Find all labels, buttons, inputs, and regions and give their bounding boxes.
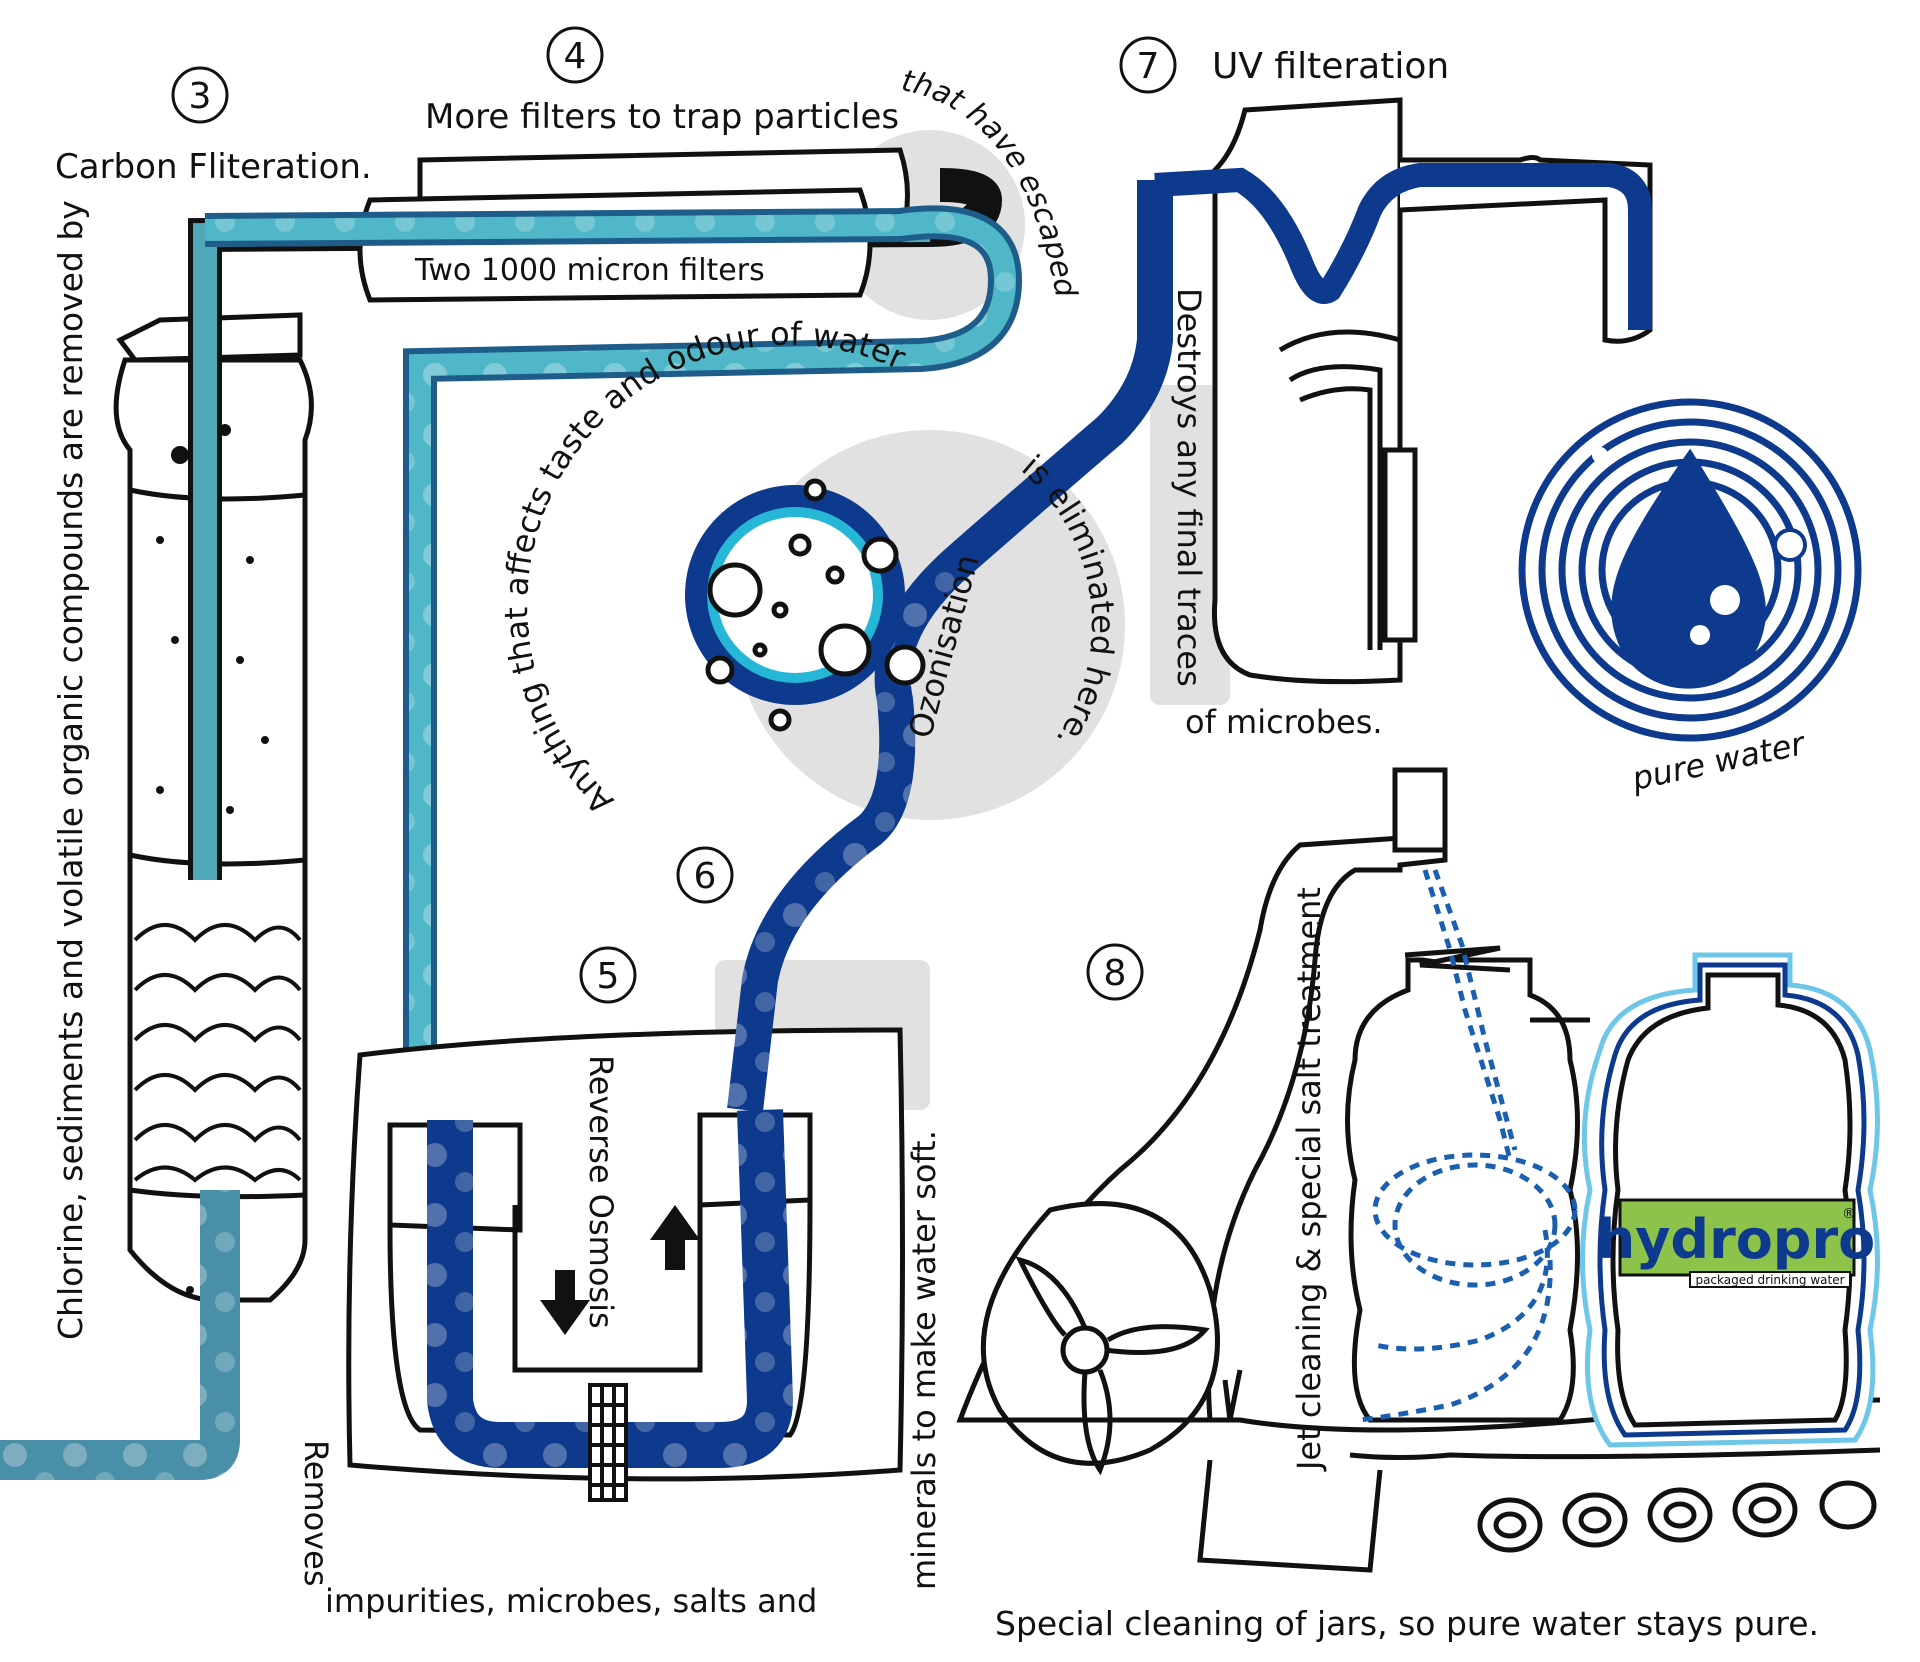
step-6-number: 6 (694, 856, 717, 897)
step-7-desc-a: Destroys any final traces (1170, 288, 1208, 687)
brand-name: hydropro (1597, 1208, 1875, 1271)
empty-jar (1345, 945, 1590, 1423)
gravel-layer (133, 923, 302, 1183)
step-8-desc-b: Special cleaning of jars, so pure water … (995, 1604, 1819, 1643)
step-5-title: Reverse Osmosis (582, 1055, 620, 1329)
flow-arrows (540, 1205, 700, 1335)
step-8-desc-a: Jet cleaning & special salt treatment (1290, 887, 1328, 1472)
step-5-desc-a: Removes (297, 1440, 335, 1587)
step-5-desc-b: impurities, microbes, salts and (325, 1582, 817, 1620)
step-4-title-a: More filters to trap particles (425, 97, 899, 137)
hydropro-label (1618, 1198, 1856, 1288)
step-3-number: 3 (189, 76, 212, 117)
conveyor-rollers (1477, 1480, 1877, 1553)
water-jets (1359, 869, 1578, 1423)
step-3-description: Chlorine, sediments and volatile organic… (51, 200, 90, 1340)
step-8-number: 8 (1104, 953, 1127, 994)
step-number-circles (171, 26, 1177, 1004)
brand-mark: ® (1842, 1206, 1856, 1222)
step-7-number: 7 (1137, 46, 1160, 87)
uv-pipe (1154, 163, 1652, 330)
step-3-title: Carbon Fliteration. (55, 147, 372, 187)
step-5-number: 5 (597, 956, 620, 997)
ozone-particles (705, 478, 926, 732)
step-4-number: 4 (564, 36, 587, 77)
micron-filter-label: Two 1000 micron filters (414, 253, 765, 288)
step-5-desc-c: minerals to make water soft. (905, 1130, 943, 1590)
step-7-desc-b: of microbes. (1185, 703, 1383, 741)
step-7-title: UV filteration (1212, 46, 1449, 87)
pure-water-logo (1518, 398, 1862, 742)
brand-tagline: packaged drinking water (1695, 1273, 1844, 1287)
carbon-granules (156, 424, 269, 1294)
ro-membrane (588, 1383, 628, 1502)
